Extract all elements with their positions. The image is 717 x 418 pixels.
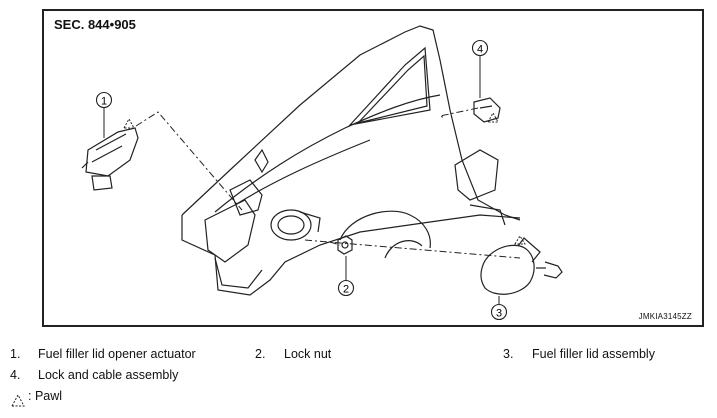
lock-and-cable-assembly: [473, 97, 501, 123]
svg-text:3: 3: [496, 308, 502, 320]
leader-lines: [135, 107, 521, 259]
callout-3: 3: [490, 303, 508, 321]
svg-text:2: 2: [343, 284, 349, 296]
fuel-filler-lid-assembly: [480, 237, 563, 295]
callout-1: 1: [95, 91, 113, 109]
pawl-legend-text: : Pawl: [28, 389, 63, 403]
svg-text:1: 1: [101, 96, 107, 108]
image-code: JMKIA3145ZZ: [638, 312, 692, 321]
fuel-filler-lid-opener-actuator: [81, 127, 139, 191]
svg-text:4: 4: [477, 44, 483, 56]
diagram-frame: SEC. 844•905 JMKIA3145ZZ: [42, 9, 704, 327]
pawl-legend-icon: [11, 393, 25, 407]
fuel-filler-opening: [270, 209, 321, 241]
section-label: SEC. 844•905: [54, 17, 136, 32]
lock-nut: [337, 235, 353, 255]
pawl-symbols: [123, 111, 526, 245]
callout-leaders: [103, 56, 500, 304]
callout-2: 2: [337, 279, 355, 297]
callout-4: 4: [471, 39, 489, 57]
vehicle-body: [181, 25, 521, 296]
